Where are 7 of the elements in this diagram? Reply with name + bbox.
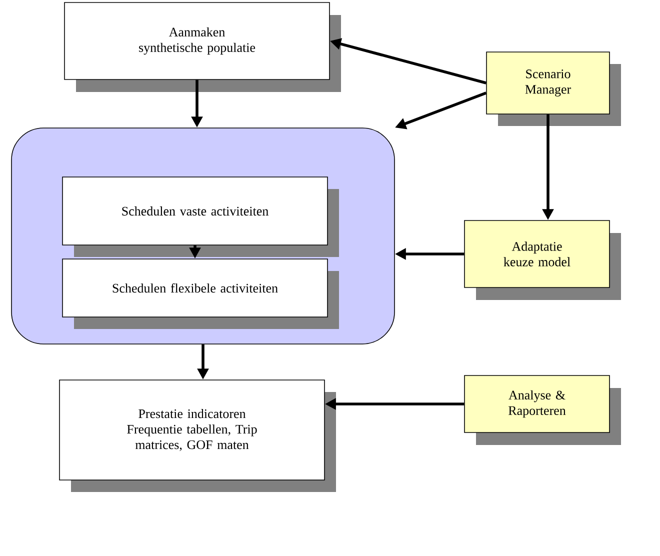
process-box: Schedulen vaste activiteiten <box>62 176 339 257</box>
process-box: Scenario Manager <box>486 52 621 126</box>
process-box: Aanmaken synthetische populatie <box>64 2 341 92</box>
process-box: Prestatie indicatoren Frequentie tabellen, Trip matrices, GOF maten <box>59 380 336 492</box>
process-box: Schedulen flexibele activiteiten <box>62 258 339 329</box>
process-box: Adaptatie keuze model <box>464 220 621 300</box>
process-box: Analyse & Raporteren <box>464 375 621 445</box>
